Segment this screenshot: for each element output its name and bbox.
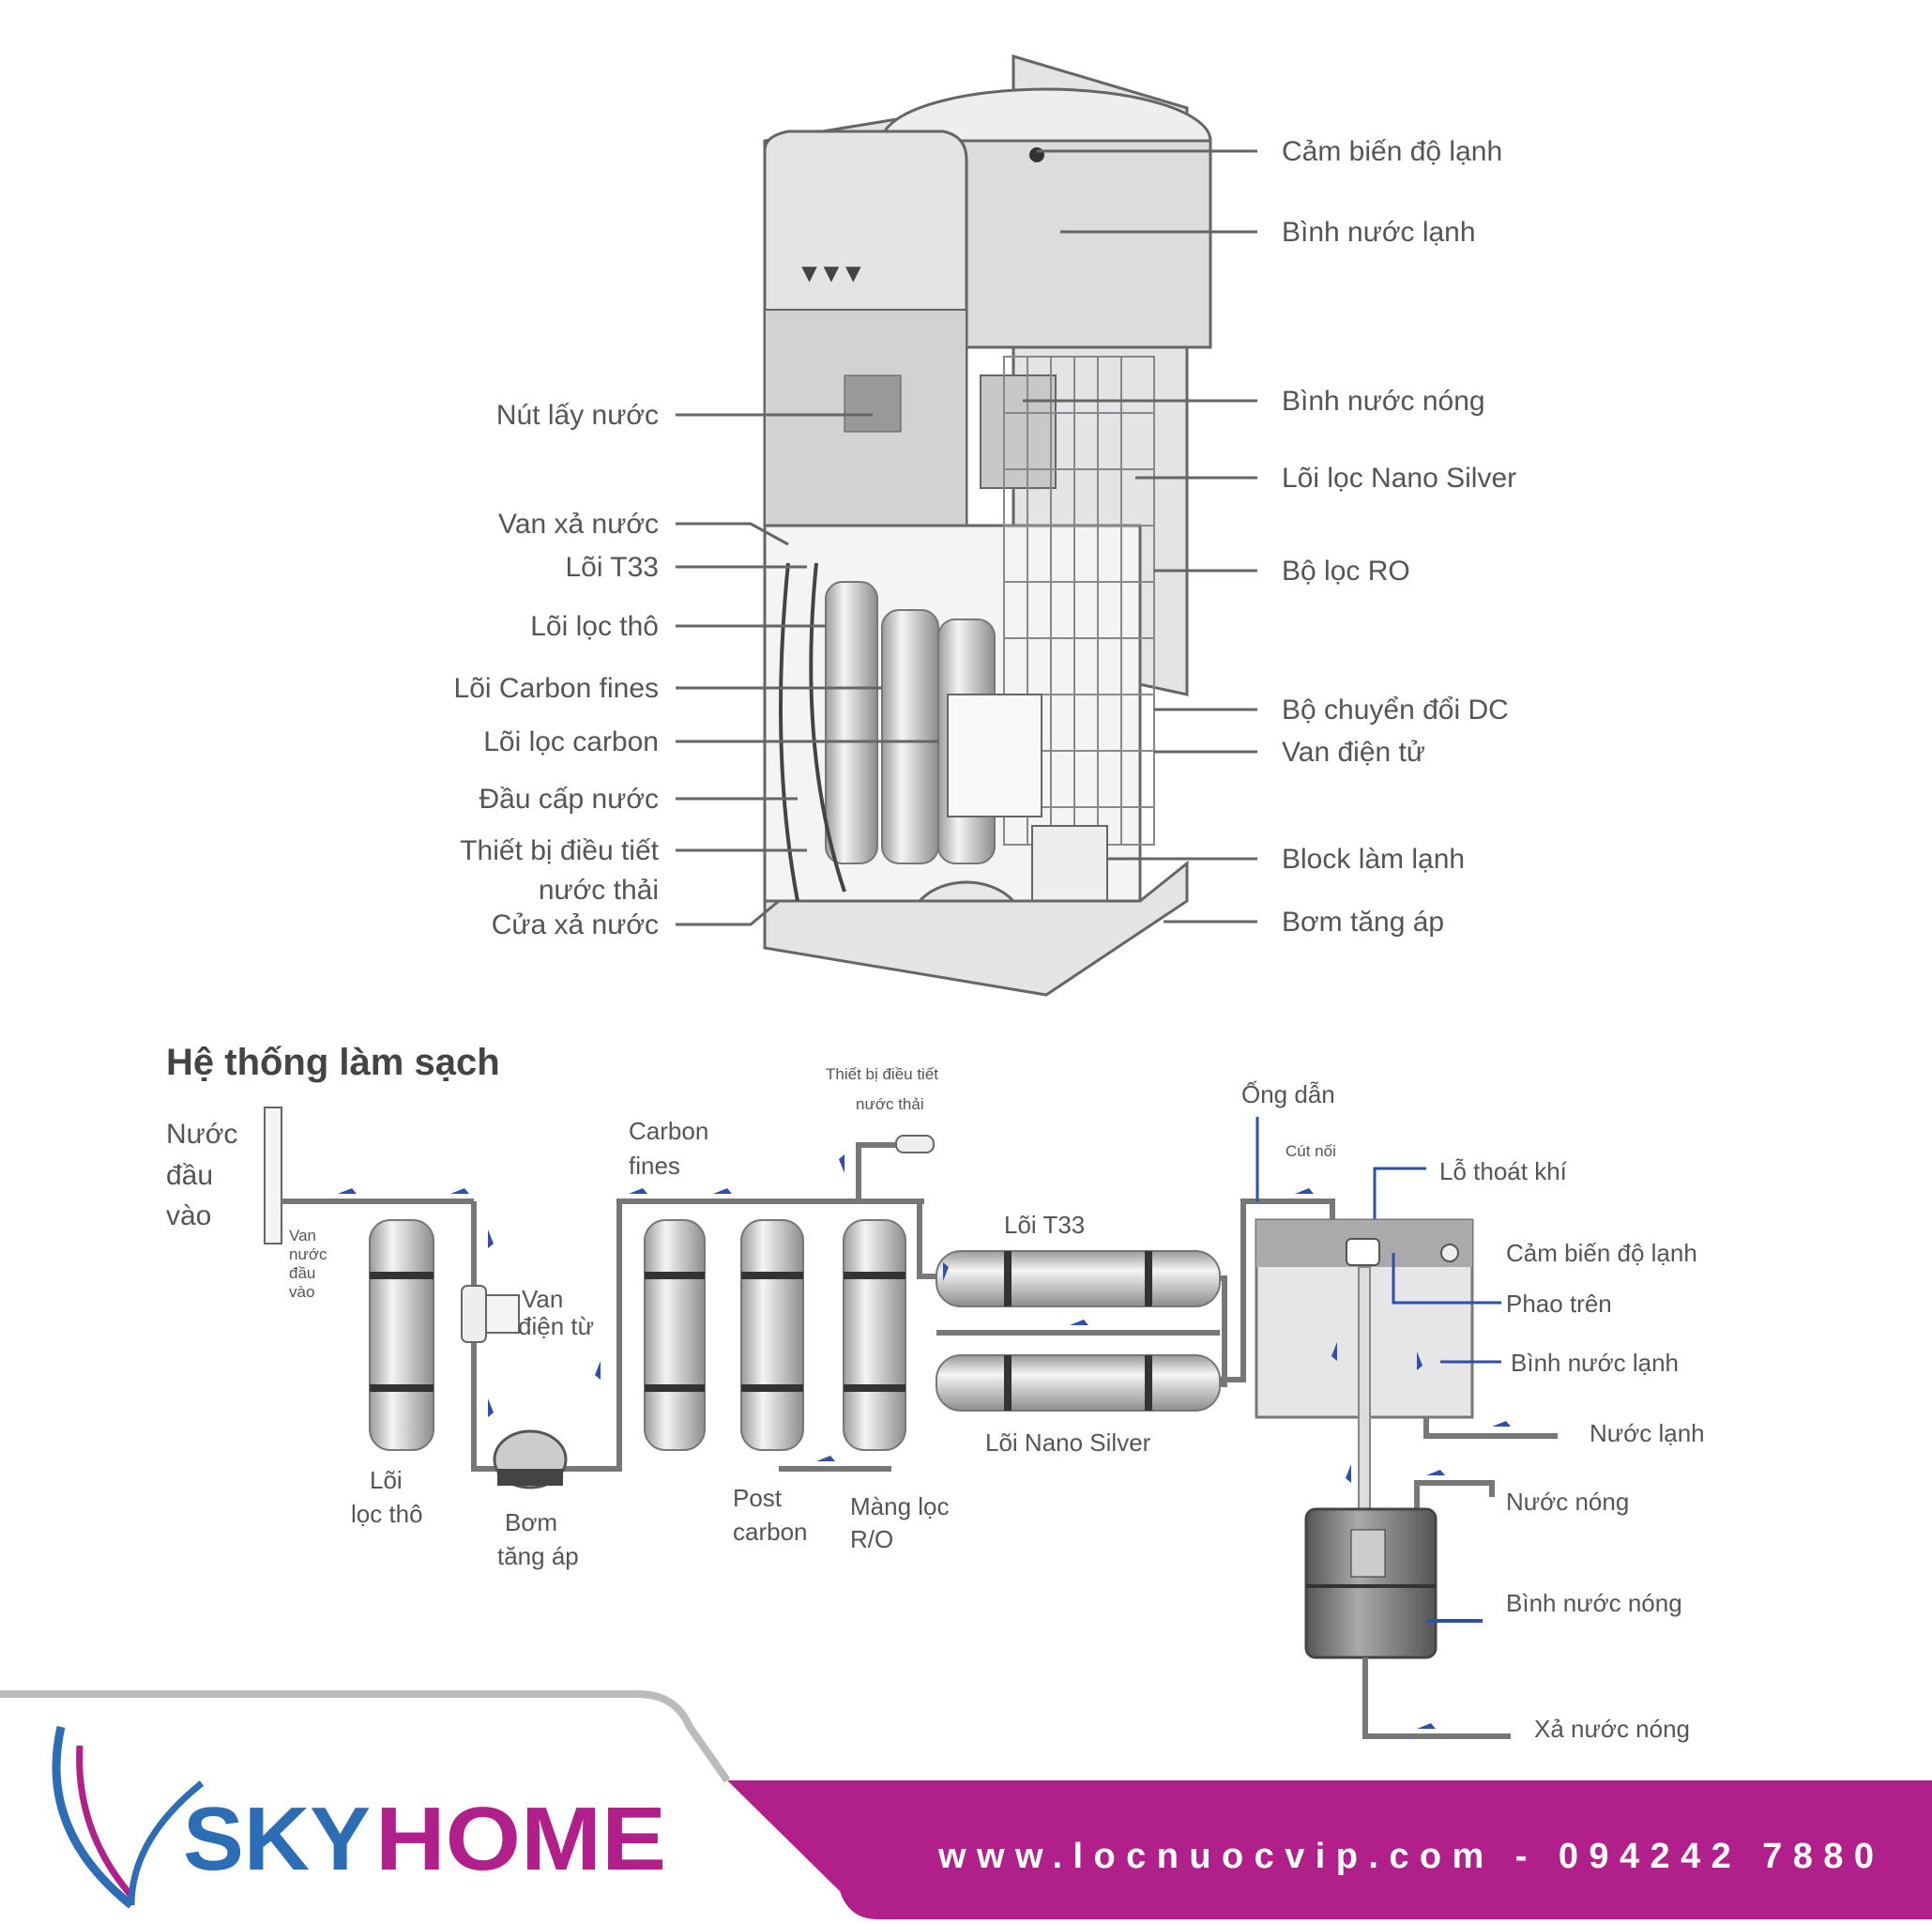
label-waste-regulator: Thiết bị điều tiết <box>460 835 659 866</box>
logo-home-text: HOME <box>375 1789 666 1889</box>
label-dispense-button: Nút lấy nước <box>496 400 659 431</box>
dispense-button <box>844 374 902 433</box>
purification-system: Hệ thống làm sạch Nước đầu vào Van nước … <box>166 1042 1705 1743</box>
label-coarse-filter: lọc thô <box>351 1500 423 1528</box>
dc-converter <box>947 694 1042 817</box>
hot-water-tank <box>1304 1507 1438 1659</box>
label-inlet: vào <box>166 1200 211 1231</box>
label-nano-silver: Lõi Nano Silver <box>985 1428 1151 1457</box>
label-t33: Lõi T33 <box>1004 1211 1085 1239</box>
t33-filter <box>936 1250 1221 1307</box>
label-waste-regulator-2: nước thải <box>539 875 659 906</box>
label-drain-outlet: Cửa xả nước <box>492 909 659 940</box>
label-inlet-valve: Van <box>289 1227 316 1244</box>
label-inlet: Nước <box>166 1119 237 1150</box>
system-title: Hệ thống làm sạch <box>166 1042 500 1083</box>
footer-banner: SKY HOME www.locnuocvip.com - 094242 788… <box>0 1690 1932 1919</box>
right-callouts: Cảm biến độ lạnh Bình nước lạnh Bình nướ… <box>1023 136 1516 938</box>
logo-sky-text: SKY <box>183 1789 371 1889</box>
solenoid-valve <box>461 1285 487 1343</box>
label-ro: R/O <box>850 1525 893 1553</box>
dispenser-cutaway: ▾ ▾ ▾ <box>763 53 1212 997</box>
label-solenoid: Van <box>522 1285 563 1313</box>
label-carbon-fines: Carbon <box>629 1117 708 1145</box>
base-plate <box>763 860 1189 997</box>
label-drain-valve: Van xả nước <box>498 509 659 540</box>
coarse-filter <box>369 1219 434 1451</box>
label-post-carbon: carbon <box>733 1518 808 1546</box>
label-inlet-valve: đầu <box>289 1264 315 1282</box>
label-dc-converter: Bộ chuyển đổi DC <box>1282 695 1509 725</box>
label-solenoid: điện từ <box>518 1312 594 1340</box>
left-callouts: Nút lấy nước Van xả nước Lõi T33 Lõi lọc… <box>454 400 938 940</box>
carbon-fines-filter <box>644 1219 706 1451</box>
filter-cartridge <box>825 581 878 864</box>
inlet-pipe <box>264 1107 282 1244</box>
logo-swoosh-icon <box>52 1726 134 1909</box>
hot-tank <box>980 374 1057 489</box>
label-coarse-filter: Lõi lọc thô <box>530 611 659 642</box>
label-cold-sensor: Cảm biến độ lạnh <box>1506 1239 1697 1267</box>
label-waste-regulator: Thiết bị điều tiết <box>826 1065 938 1083</box>
label-hot-drain: Xả nước nóng <box>1534 1715 1690 1743</box>
contact-info: www.locnuocvip.com - 094242 7880 <box>937 1837 1882 1876</box>
post-carbon-filter <box>740 1219 804 1451</box>
label-pump: tăng áp <box>497 1542 579 1570</box>
label-ro-filter: Bộ lọc RO <box>1282 556 1410 587</box>
label-float: Phao trên <box>1506 1290 1612 1318</box>
label-connector: Cút nối <box>1285 1142 1336 1160</box>
label-inlet-valve: vào <box>289 1283 314 1301</box>
label-ro: Màng lọc <box>850 1492 950 1520</box>
cold-sensor <box>1440 1244 1459 1262</box>
label-solenoid-valve: Van điện tử <box>1282 737 1425 768</box>
label-pump: Bơm <box>505 1508 557 1536</box>
float-valve <box>1346 1238 1380 1266</box>
label-hot-out: Nước nóng <box>1506 1488 1629 1516</box>
label-cold-tank: Bình nước lạnh <box>1511 1349 1679 1377</box>
label-coarse-filter: Lõi <box>370 1466 403 1494</box>
waste-regulator <box>895 1135 935 1153</box>
label-carbon-fines: fines <box>629 1152 680 1180</box>
label-hot-tank: Bình nước nóng <box>1506 1589 1682 1617</box>
label-cold-tank: Bình nước lạnh <box>1282 217 1476 248</box>
label-hot-tank: Bình nước nóng <box>1282 386 1485 417</box>
label-cold-out: Nước lạnh <box>1590 1419 1705 1447</box>
skyhome-logo: SKY HOME <box>52 1726 666 1909</box>
ro-membrane <box>843 1219 906 1451</box>
label-cold-sensor: Cảm biến độ lạnh <box>1282 136 1502 167</box>
filter-cartridge <box>881 609 939 864</box>
nano-silver-filter <box>936 1354 1221 1412</box>
label-booster-pump: Bơm tăng áp <box>1282 907 1444 938</box>
label-pipe: Ống dẫn <box>1241 1080 1335 1108</box>
label-inlet-valve: nước <box>289 1245 327 1263</box>
label-carbon-filter: Lõi lọc carbon <box>483 726 659 757</box>
label-waste-regulator: nước thải <box>856 1095 924 1113</box>
panel-icons: ▾ ▾ ▾ <box>801 257 861 288</box>
label-post-carbon: Post <box>733 1484 783 1512</box>
label-nano-silver: Lõi lọc Nano Silver <box>1282 463 1516 494</box>
compressor-block <box>1031 825 1108 902</box>
label-compressor: Block làm lạnh <box>1282 844 1465 875</box>
cold-sensor <box>1029 147 1044 162</box>
contact-banner <box>727 1780 1932 1919</box>
label-t33: Lõi T33 <box>565 552 659 583</box>
label-vent: Lỗ thoát khí <box>1439 1157 1568 1185</box>
label-water-inlet: Đầu cấp nước <box>479 784 659 815</box>
label-carbon-fines: Lõi Carbon fines <box>454 673 659 704</box>
label-inlet: đầu <box>166 1160 213 1191</box>
